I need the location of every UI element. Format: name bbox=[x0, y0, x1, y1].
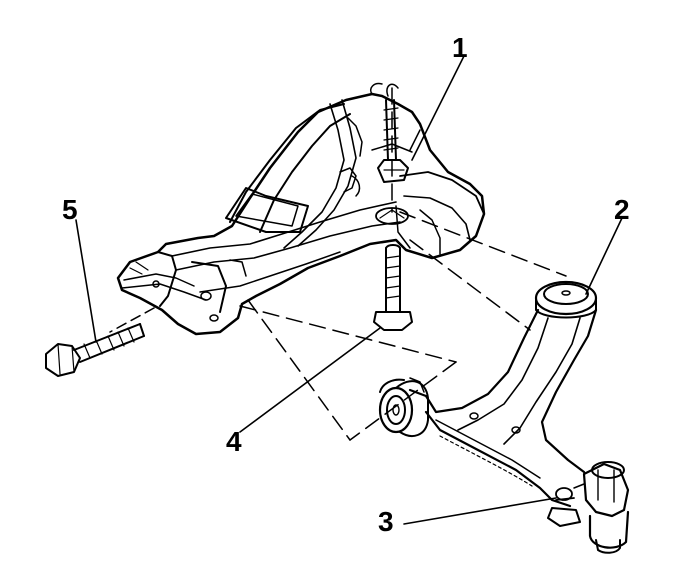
subframe-crossmember bbox=[116, 82, 486, 336]
callout-4: 4 bbox=[226, 426, 242, 457]
callout-1: 1 bbox=[452, 32, 468, 63]
lower-control-arm bbox=[378, 280, 630, 554]
alignment-dashed-lines bbox=[109, 87, 567, 441]
callout-3: 3 bbox=[378, 506, 394, 537]
callout-leaders bbox=[75, 55, 623, 525]
vertical-bolt bbox=[373, 244, 413, 331]
long-bolt bbox=[45, 323, 145, 377]
callout-5: 5 bbox=[62, 194, 78, 225]
callout-2: 2 bbox=[614, 194, 630, 225]
arm-fastener bbox=[547, 497, 581, 527]
stud-nut bbox=[377, 99, 409, 183]
